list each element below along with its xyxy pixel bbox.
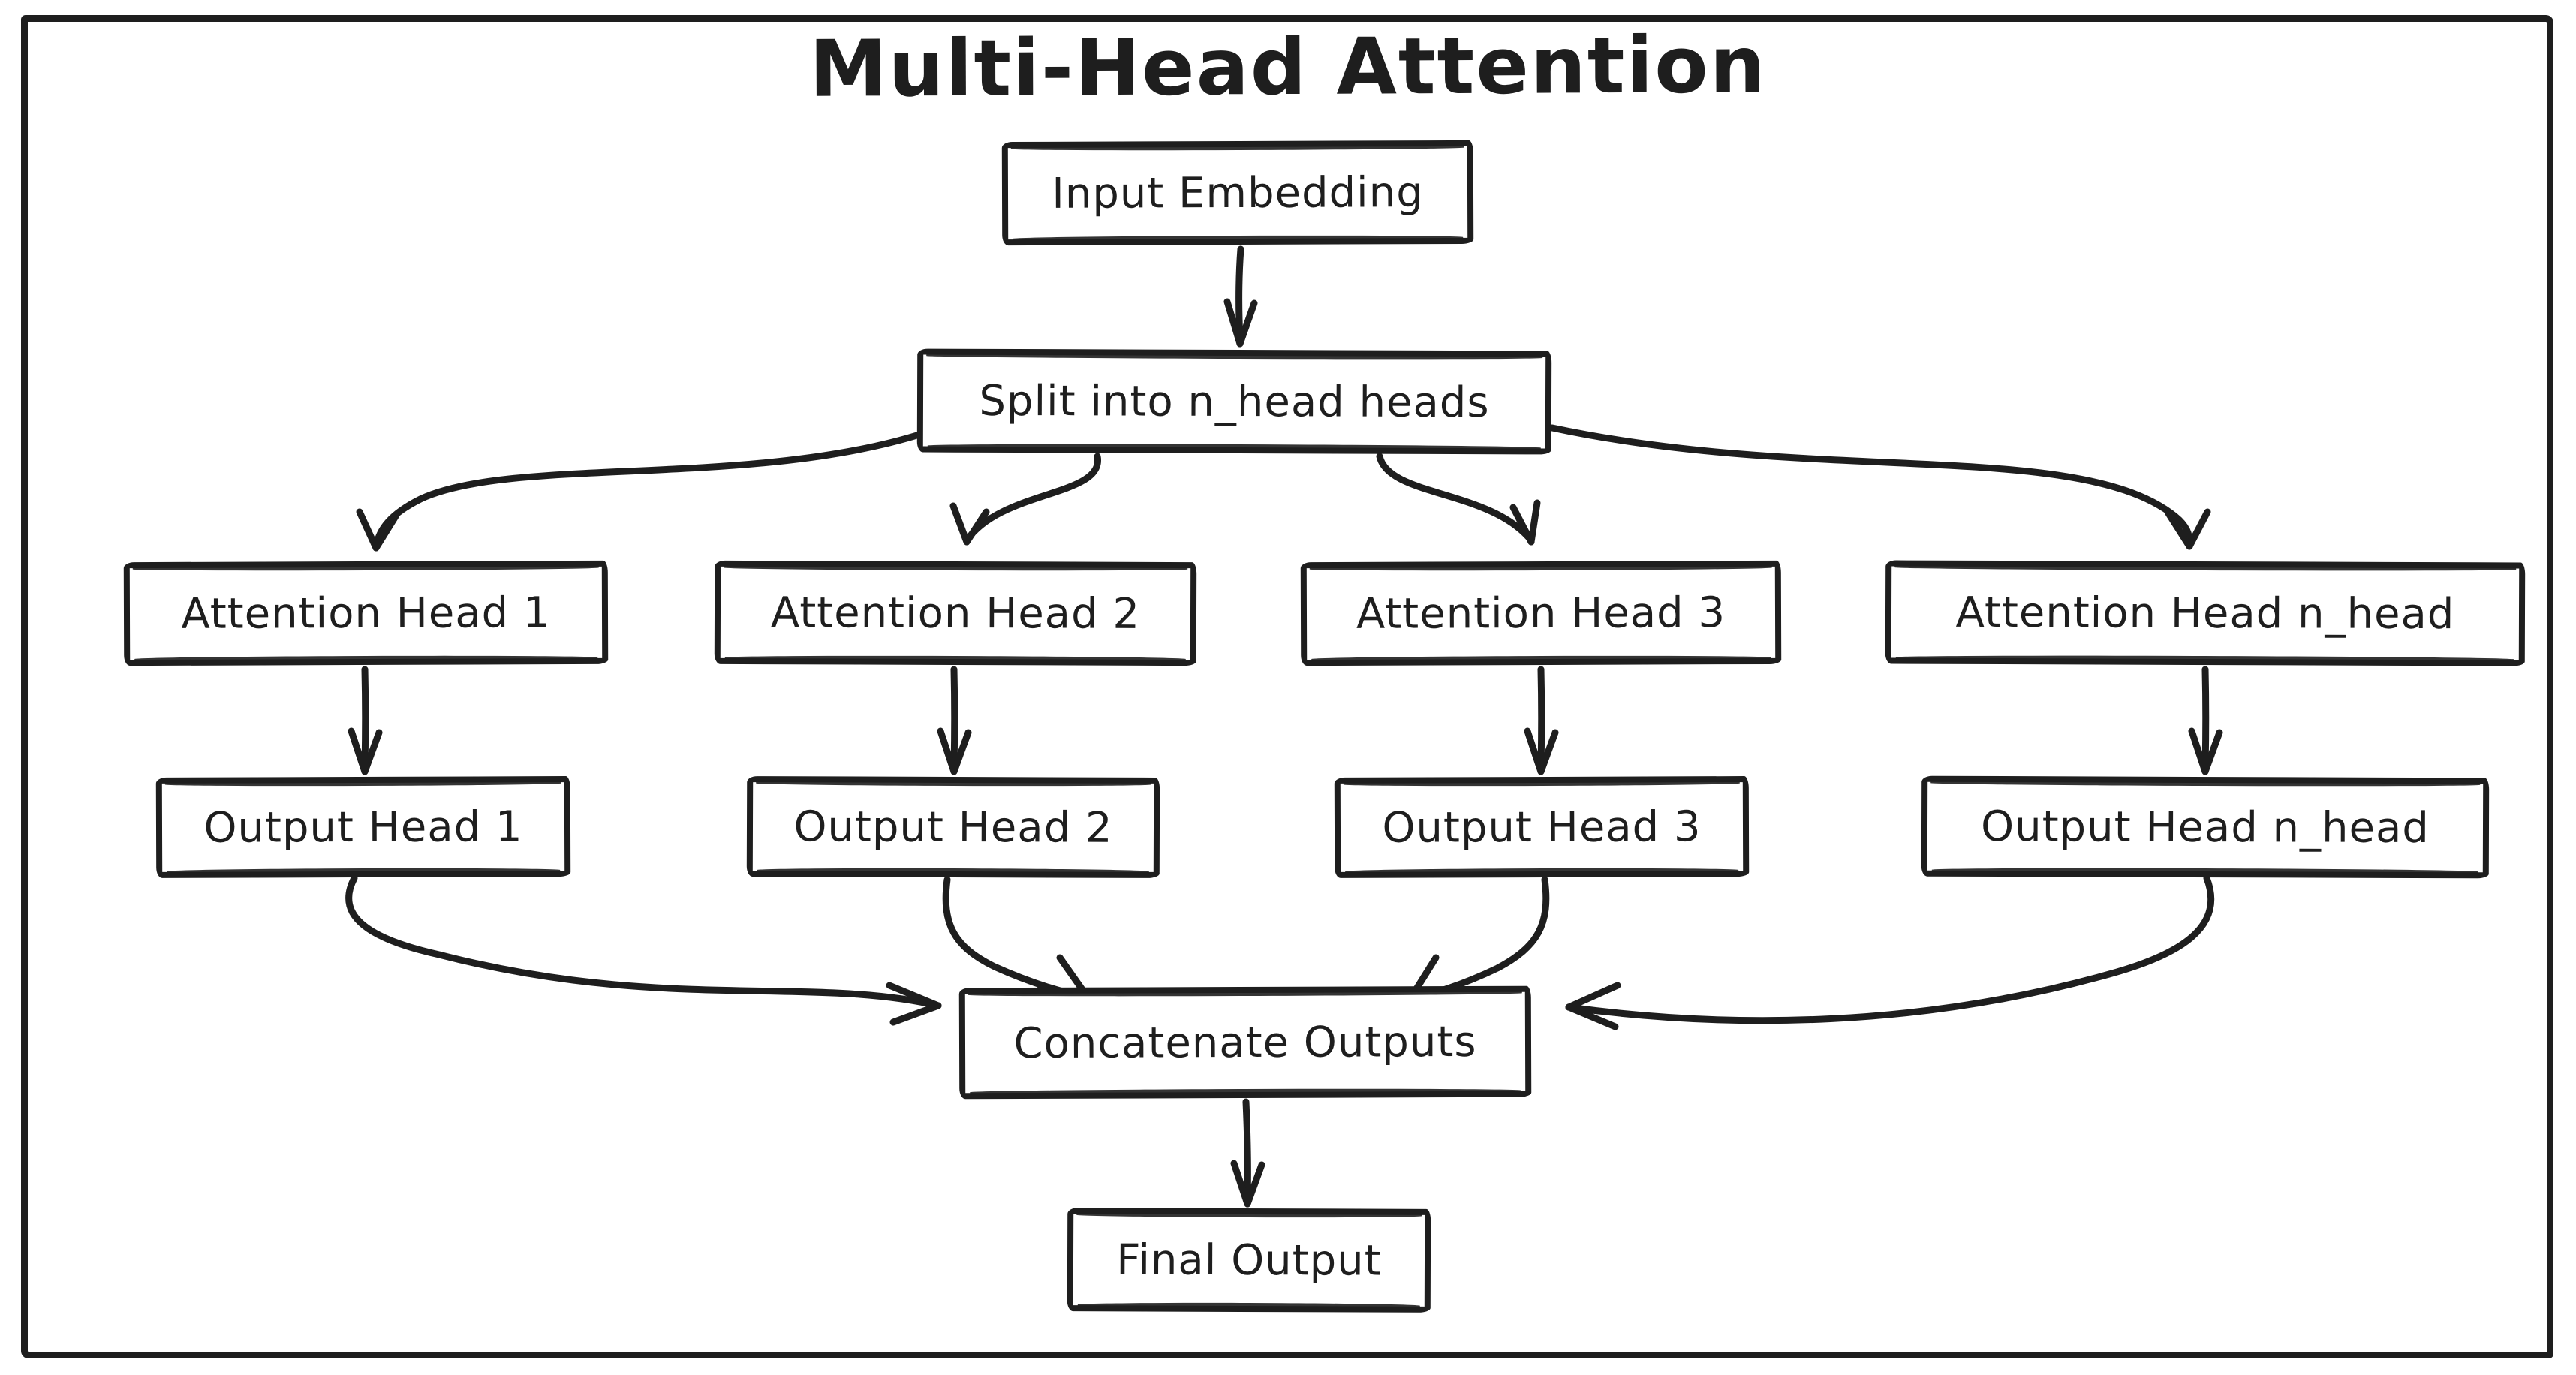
node-final-output: Final Output [1067,1208,1431,1313]
arrow-out3-to-concat [1406,876,1550,1003]
outer-frame [21,15,2553,1358]
arrow-split-to-head3 [1376,453,1541,546]
node-output-head-3-label: Output Head 3 [1382,802,1702,853]
node-output-head-1-label: Output Head 1 [203,802,523,853]
node-input-embedding: Input Embedding [1001,140,1474,246]
node-concatenate-outputs-label: Concatenate Outputs [1013,1017,1477,1068]
node-attention-head-3: Attention Head 3 [1300,560,1782,666]
node-attention-head-1-label: Attention Head 1 [181,588,551,639]
arrow-head3-to-out3 [1524,666,1559,775]
node-output-head-n: Output Head n_head [1921,775,2490,879]
node-input-embedding-label: Input Embedding [1052,167,1424,218]
arrow-split-to-head1 [356,430,925,552]
arrow-input-to-split [1223,245,1258,348]
node-attention-head-n-label: Attention Head n_head [1955,588,2455,639]
node-split-heads-label: Split into n_head heads [979,376,1490,427]
node-output-head-3: Output Head 3 [1334,776,1750,878]
node-final-output-label: Final Output [1116,1235,1382,1286]
arrow-outn-to-concat [1565,874,2214,1030]
node-output-head-2-label: Output Head 2 [793,802,1113,853]
arrow-head1-to-out1 [348,666,383,775]
arrow-head2-to-out2 [937,666,972,775]
arrow-split-to-head2 [949,453,1101,546]
node-output-head-n-label: Output Head n_head [1980,802,2430,853]
node-attention-head-n: Attention Head n_head [1885,560,2526,666]
arrow-concat-to-final [1230,1098,1265,1208]
node-output-head-1: Output Head 1 [155,776,571,878]
node-output-head-2: Output Head 2 [746,776,1160,878]
node-concatenate-outputs: Concatenate Outputs [958,985,1532,1100]
node-split-heads: Split into n_head heads [916,348,1552,455]
arrow-out1-to-concat [345,874,942,1026]
node-attention-head-2-label: Attention Head 2 [770,588,1141,639]
arrow-headn-to-outn [2188,666,2223,775]
arrow-out2-to-concat [942,876,1092,1002]
node-attention-head-3-label: Attention Head 3 [1356,588,1726,639]
node-attention-head-1: Attention Head 1 [123,560,609,666]
arrow-split-to-headn [1548,424,2211,550]
node-attention-head-2: Attention Head 2 [714,560,1197,666]
